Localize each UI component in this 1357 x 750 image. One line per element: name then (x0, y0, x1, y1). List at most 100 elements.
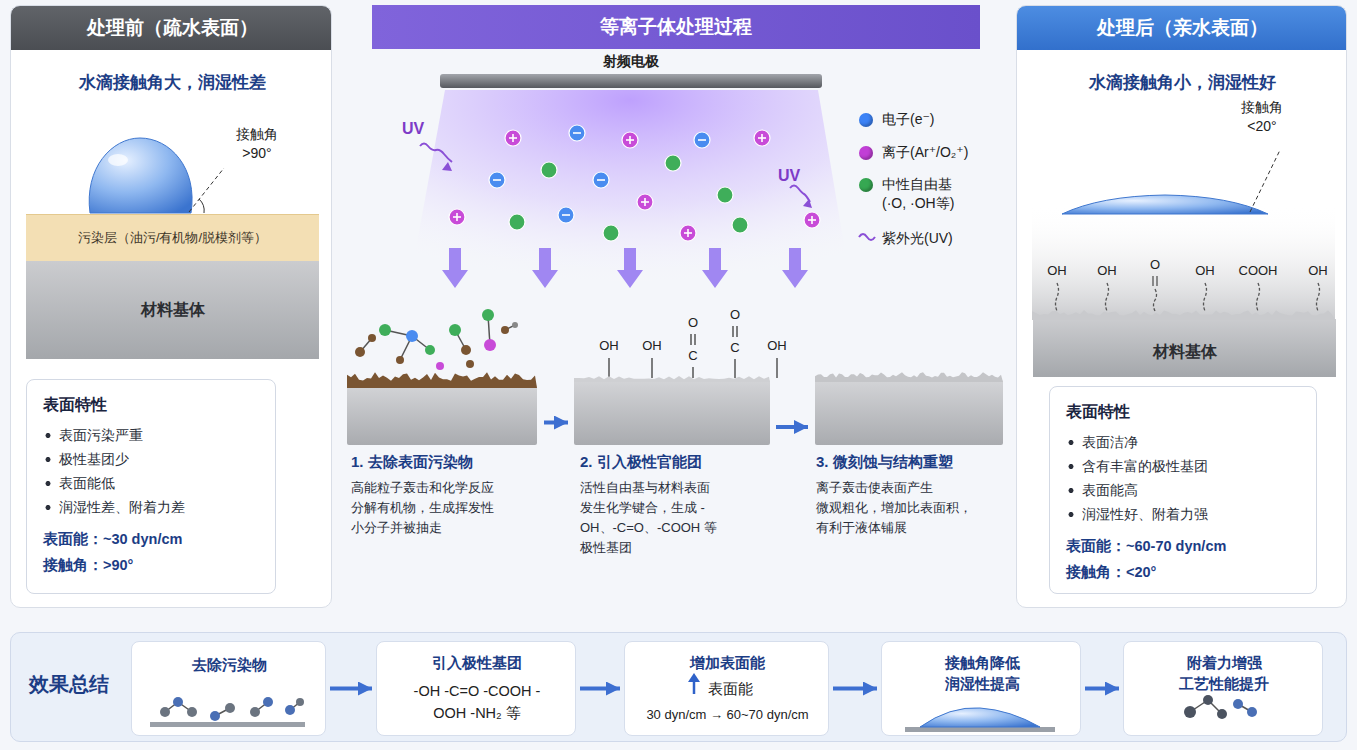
down-arrow (702, 248, 728, 288)
angle-label: 接触角 >90° (232, 125, 282, 163)
substrate: 材料基体 (26, 261, 319, 359)
substrate-label: 材料基体 (1033, 341, 1336, 363)
layer-label: 污染层（油污/有机物/脱模剂等） (26, 229, 319, 247)
bullet-item: 含有丰富的极性基团 (1066, 457, 1306, 476)
molecule-ball (210, 711, 220, 721)
substrate-block (347, 385, 537, 445)
up-arrow (693, 680, 696, 694)
plasma-particle (804, 212, 820, 228)
bullet-item: 表面污染严重 (43, 426, 268, 445)
property-value: 表面能：~30 dyn/cm (43, 530, 268, 550)
chemical-group: OH (1190, 262, 1220, 280)
box-title: 增加表面能 (625, 652, 830, 673)
step-title: 2. 引入极性官能团 (580, 452, 770, 472)
uv-wave (790, 186, 810, 203)
uv-label: UV (774, 165, 804, 187)
value-change: 30 dyn/cm → 60~70 dyn/cm (625, 706, 830, 724)
plasma-particle (449, 209, 465, 225)
down-arrow (617, 248, 643, 288)
legend-swatch (859, 113, 873, 127)
molecule-ball (160, 707, 170, 717)
molecule-ball (250, 707, 260, 717)
charge-sign (811, 216, 813, 224)
box-title: 接触角降低 润湿性提高 (932, 652, 1032, 694)
step-title: 3. 微刻蚀与结构重塑 (816, 452, 1000, 472)
molecule-ball (173, 697, 183, 707)
molecule-ball (296, 698, 304, 706)
plasma-particle (541, 162, 557, 178)
step-description: 活性自由基与材料表面 发生化学键合，生成 -OH、-C=O、-COOH 等 极性… (580, 478, 730, 558)
box-title: 附着力增强 工艺性能提升 (1174, 652, 1274, 694)
bond-lines (1056, 283, 1320, 311)
molecule-ball (484, 339, 496, 351)
panel-heading: 处理后（亲水表面） (1017, 15, 1348, 41)
uv-head (442, 162, 452, 171)
molecule-ball (396, 356, 404, 364)
droplet-highlight (108, 154, 128, 166)
property-box: 表面特性表面污染严重极性基团少表面能低润湿性差、附着力差表面能：~30 dyn/… (26, 379, 276, 594)
electrode-label: 射频电极 (440, 52, 822, 71)
charge-sign (597, 179, 605, 181)
chemical-group: O (678, 314, 708, 332)
legend-text: 紫外光(UV) (882, 229, 974, 248)
plasma-particle (637, 194, 653, 210)
plasma-particle (603, 225, 619, 241)
icon-plate (150, 722, 305, 727)
plasma-particle (505, 130, 521, 146)
flow-arrow (776, 425, 808, 429)
summary-box: 去除污染物 (131, 641, 326, 736)
flow-arrow (580, 687, 620, 691)
bullet-item: 表面洁净 (1066, 433, 1306, 452)
charge-sign (761, 134, 763, 142)
chemical-group: OH (637, 337, 667, 355)
panel-heading: 等离子体处理过程 (372, 14, 980, 40)
charge-sign (493, 179, 501, 181)
bullet-item: 表面能低 (43, 474, 268, 493)
molecule-ball (1184, 706, 1196, 718)
charge-sign (687, 229, 689, 237)
double-bond (1153, 276, 1157, 286)
summary-box: 增加表面能表面能30 dyn/cm → 60~70 dyn/cm (624, 641, 829, 736)
bullet-item: 极性基团少 (43, 450, 268, 469)
molecule-ball (368, 334, 376, 342)
box-heading: 表面特性 (43, 394, 268, 416)
plasma-particle (569, 125, 585, 141)
molecule-ball (263, 697, 273, 707)
chemical-group: O (1140, 256, 1170, 274)
substrate-block (574, 380, 770, 445)
property-value: 表面能：~60-70 dyn/cm (1066, 537, 1306, 557)
formula-text: -OH -C=O -COOH -OOH -NH₂ 等 (409, 680, 545, 724)
plasma-particle (717, 187, 733, 203)
flow-arrow (544, 421, 568, 425)
bullet-item: 润湿性差、附着力差 (43, 498, 268, 517)
electrode-plate (440, 74, 822, 88)
plasma-glow (408, 90, 852, 292)
band-title: 效果总结 (29, 671, 129, 698)
charge-sign (698, 139, 706, 141)
plasma-particle (489, 172, 505, 188)
chemical-group: OH (1042, 262, 1072, 280)
chemical-group: COOH (1233, 262, 1283, 280)
charge-sign (629, 136, 631, 144)
box-title: 去除污染物 (132, 654, 327, 675)
legend-text: 电子(e⁻) (882, 110, 974, 129)
substrate: 材料基体 (1033, 319, 1336, 377)
molecule-ball (436, 362, 444, 370)
legend-text: 离子(Ar⁺/O₂⁺) (882, 143, 974, 162)
flow-arrow (330, 687, 372, 691)
plasma-particle (593, 172, 609, 188)
plasma-particle (680, 225, 696, 241)
down-arrow (782, 248, 808, 288)
molecule-ball (187, 707, 197, 717)
molecule-ball (1203, 695, 1213, 705)
molecule-ball (512, 322, 518, 328)
molecule-ball (1233, 699, 1243, 709)
molecule-ball (406, 330, 418, 342)
uv-head (803, 199, 812, 208)
plasma-particle (665, 155, 681, 171)
bullet-item: 润湿性好、附着力强 (1066, 505, 1306, 524)
chemical-group: OH (1303, 262, 1333, 280)
molecule-ball (425, 345, 435, 355)
